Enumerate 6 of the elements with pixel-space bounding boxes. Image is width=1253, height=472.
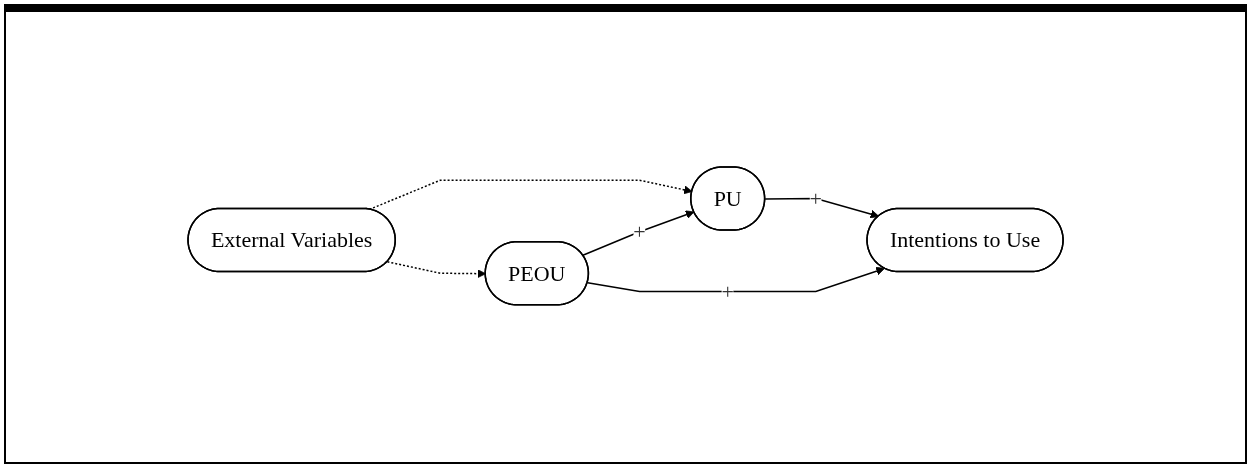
arrow <box>586 266 885 292</box>
arrow <box>582 209 695 256</box>
edge-label: + <box>809 185 822 211</box>
arrow <box>764 197 880 218</box>
edge-label: + <box>721 278 734 304</box>
edge-label: + <box>633 218 646 244</box>
